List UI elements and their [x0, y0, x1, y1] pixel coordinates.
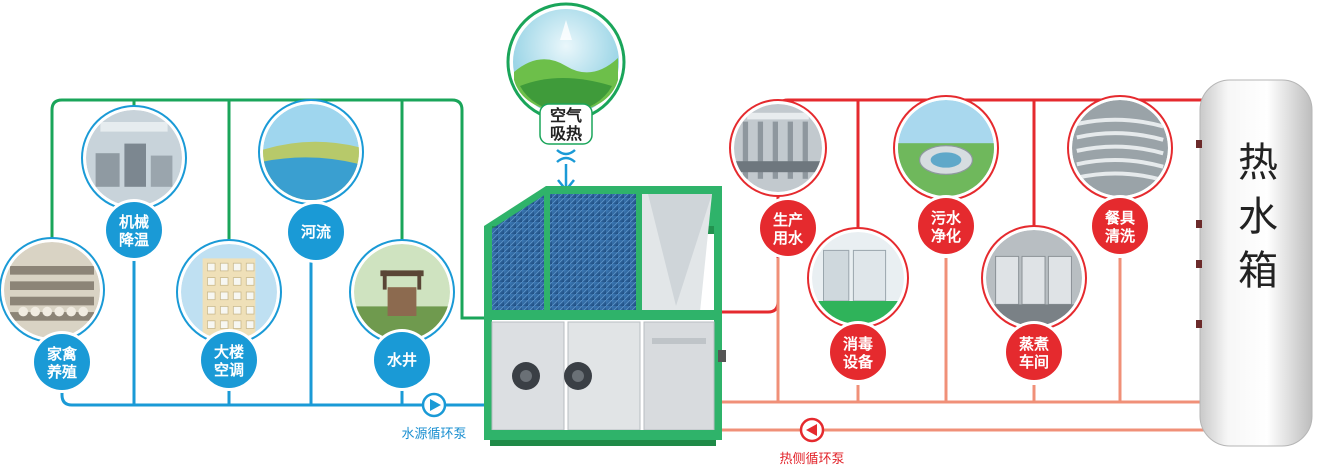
- source-label-3-line1: 大楼: [214, 343, 244, 361]
- machinery-icon: [86, 110, 182, 206]
- poultry-farm-icon: [4, 242, 100, 338]
- source-node-4: 河流: [258, 99, 364, 263]
- air-label-line2: 吸热: [550, 124, 582, 143]
- use-label-2-line1: 消毒: [843, 335, 873, 353]
- tank-label-char-3: 箱: [1238, 248, 1278, 294]
- air-intake-node: 空气 吸热: [506, 2, 626, 193]
- use-label-3-line1: 污水: [931, 209, 962, 227]
- hot-water-tank: 热 水 箱: [1196, 79, 1313, 447]
- use-label-4-line1: 蒸煮: [1019, 335, 1049, 353]
- source-label-4: 河流: [285, 201, 347, 263]
- use-label-5-line1: 餐具: [1105, 209, 1135, 227]
- hot-circulation-pump: 热侧循环泵: [779, 417, 845, 467]
- use-label-1-line2: 用水: [773, 229, 804, 247]
- source-label-2-line2: 降温: [119, 231, 149, 249]
- hot-pump-label: 热侧循环泵: [779, 452, 844, 467]
- source-circulation-pump: 水源循环泵: [401, 392, 467, 442]
- use-label-5-line2: 清洗: [1105, 227, 1135, 245]
- air-label-line1: 空气: [550, 106, 582, 125]
- source-label-4-line1: 河流: [301, 223, 331, 241]
- air-landscape-icon: [514, 20, 618, 114]
- source-supply-pipes: [50, 98, 486, 320]
- source-label-2-line1: 机械: [119, 213, 149, 231]
- use-label-1-line1: 生产: [773, 211, 803, 229]
- source-pump-label: 水源循环泵: [401, 427, 466, 442]
- pump-arrow-icon: [430, 399, 441, 411]
- use-label-2-line2: 设备: [843, 353, 874, 371]
- cooking-workshop-icon: [986, 230, 1082, 326]
- sewage-plant-icon: [898, 100, 994, 196]
- tank-label-char-2: 水: [1238, 194, 1278, 240]
- use-label-4-line2: 车间: [1019, 353, 1049, 371]
- pump-arrow-icon: [806, 424, 817, 436]
- disinfection-room-icon: [812, 232, 904, 324]
- source-node-5: 水井: [349, 239, 455, 391]
- dish-washing-icon: [1072, 100, 1168, 196]
- building-icon: [181, 244, 277, 340]
- source-label-5: 水井: [371, 329, 433, 391]
- source-label-3-line2: 空调: [214, 361, 244, 379]
- water-well-icon: [354, 244, 450, 340]
- hot-return-pipes: [722, 258, 1205, 432]
- source-label-5-line1: 水井: [387, 351, 417, 369]
- factory-icon: [734, 104, 822, 192]
- source-label-1-line2: 养殖: [46, 363, 77, 381]
- source-label-1-line1: 家禽: [47, 345, 78, 363]
- source-return-pipes: [60, 258, 486, 407]
- heat-pump-unit: [484, 186, 726, 446]
- river-icon: [263, 104, 359, 200]
- use-label-3-line2: 净化: [931, 227, 961, 245]
- tank-label-char-1: 热: [1238, 140, 1278, 186]
